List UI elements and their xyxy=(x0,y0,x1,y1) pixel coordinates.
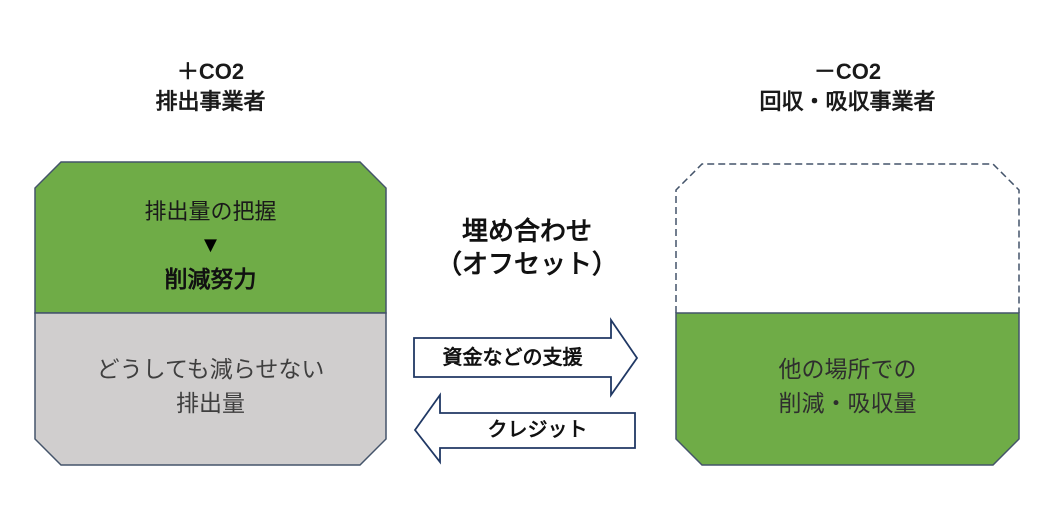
absorber-header: －CO2 回収・吸収事業者 xyxy=(676,57,1019,117)
elsewhere-reduction-line1: 他の場所での xyxy=(778,356,917,382)
emission-grasp-label: 排出量の把握 xyxy=(144,199,277,224)
absorber-header-title: 回収・吸収事業者 xyxy=(759,89,936,114)
unavoidable-emissions-label: どうしても減らせない 排出量 xyxy=(35,352,386,420)
elsewhere-reduction-line2: 削減・吸収量 xyxy=(778,390,917,416)
unavoidable-emissions-line2: 排出量 xyxy=(176,390,245,416)
credit-left-arrow-shape xyxy=(413,392,636,465)
offset-label: 埋め合わせ （オフセット） xyxy=(403,215,651,281)
offset-label-line2: （オフセット） xyxy=(435,249,618,279)
unavoidable-emissions-line1: どうしても減らせない xyxy=(96,356,325,382)
credit-arrow-label: クレジット xyxy=(487,419,588,441)
emitter-header: ＋CO2 排出事業者 xyxy=(35,57,386,117)
offset-label-line1: 埋め合わせ xyxy=(461,216,592,246)
absorber-box-green-section xyxy=(675,312,1020,466)
elsewhere-reduction-label: 他の場所での 削減・吸収量 xyxy=(676,352,1019,420)
support-right-arrow-shape xyxy=(413,317,639,398)
absorber-header-co2: －CO2 xyxy=(813,59,882,84)
emitter-box-gray-section xyxy=(34,312,387,466)
absorber-box-dashed-section xyxy=(675,163,1020,313)
down-triangle-icon: ▼ xyxy=(199,232,222,257)
emitter-green-section-labels: 排出量の把握 ▼ 削減努力 xyxy=(35,196,386,296)
emitter-header-co2: ＋CO2 xyxy=(176,59,245,84)
reduction-effort-label: 削減努力 xyxy=(164,266,257,292)
support-arrow-label: 資金などの支援 xyxy=(442,347,583,369)
emitter-header-title: 排出事業者 xyxy=(155,89,266,114)
